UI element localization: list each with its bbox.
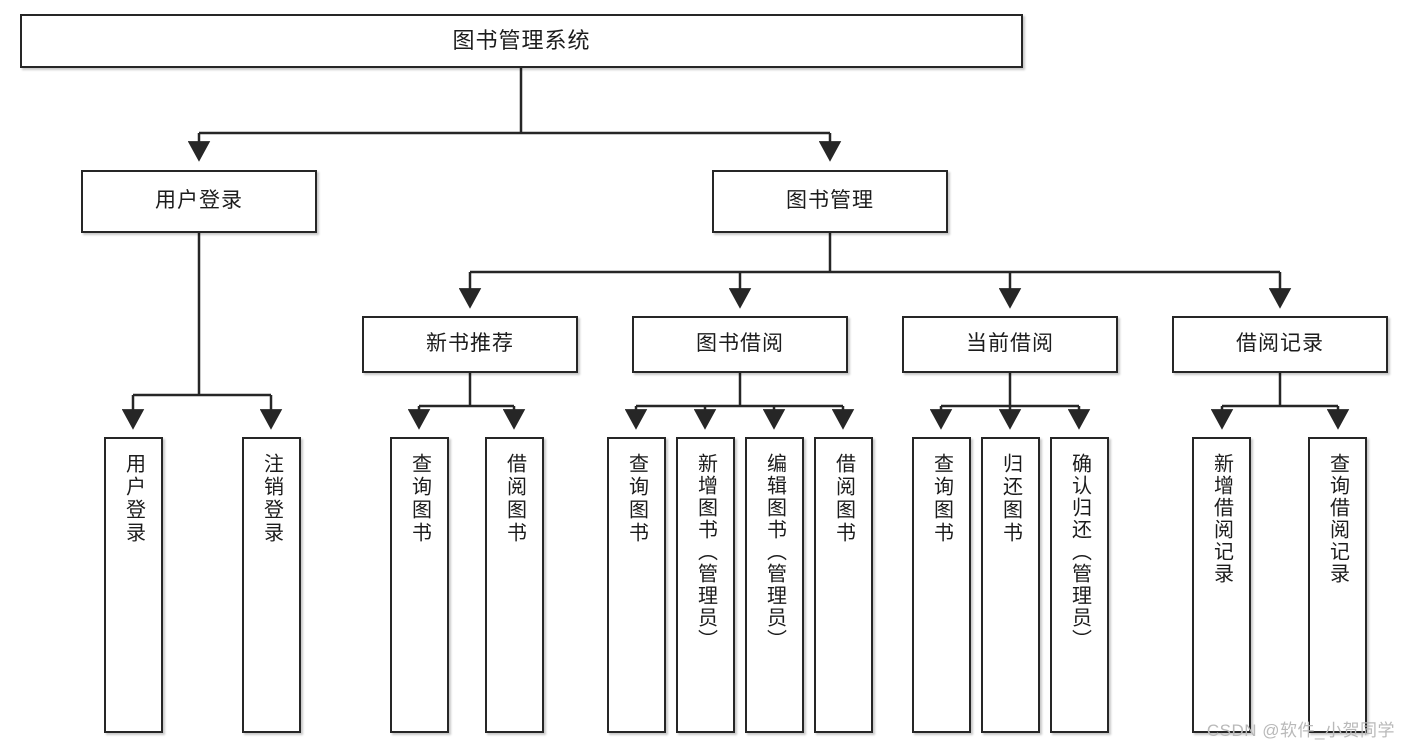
watermark: CSDN @软件_小贺同学 [1206, 721, 1395, 740]
leaf-add-record[interactable]: 新增借阅记录 [1192, 437, 1251, 733]
node-current-borrow[interactable]: 当前借阅 [902, 316, 1118, 373]
leaf-return-book[interactable]: 归还图书 [981, 437, 1040, 733]
node-label: 查询借阅记录 [1326, 453, 1349, 585]
node-label: 新书推荐 [426, 332, 514, 356]
node-label: 确认归还（管理员） [1068, 453, 1091, 651]
leaf-add-book[interactable]: 新增图书（管理员） [676, 437, 735, 733]
node-label: 借阅图书 [503, 453, 526, 545]
node-label: 归还图书 [999, 453, 1022, 545]
node-new-book-rec[interactable]: 新书推荐 [362, 316, 578, 373]
leaf-edit-book[interactable]: 编辑图书（管理员） [745, 437, 804, 733]
node-label: 图书借阅 [696, 332, 784, 356]
node-label: 借阅记录 [1236, 332, 1324, 356]
node-label: 查询图书 [930, 453, 953, 545]
node-label: 查询图书 [408, 453, 431, 545]
leaf-query-book-3[interactable]: 查询图书 [912, 437, 971, 733]
node-label: 图书管理系统 [452, 28, 591, 54]
node-book-borrow[interactable]: 图书借阅 [632, 316, 848, 373]
node-label: 用户登录 [122, 453, 145, 545]
leaf-user-login[interactable]: 用户登录 [104, 437, 163, 733]
node-label: 新增图书（管理员） [694, 453, 717, 651]
node-label: 当前借阅 [966, 332, 1054, 356]
node-label: 编辑图书（管理员） [763, 453, 786, 651]
leaf-query-book-1[interactable]: 查询图书 [390, 437, 449, 733]
leaf-query-record[interactable]: 查询借阅记录 [1308, 437, 1367, 733]
node-user-login[interactable]: 用户登录 [81, 170, 317, 233]
leaf-confirm-return[interactable]: 确认归还（管理员） [1050, 437, 1109, 733]
node-label: 注销登录 [260, 453, 283, 545]
leaf-query-book-2[interactable]: 查询图书 [607, 437, 666, 733]
node-book-manage[interactable]: 图书管理 [712, 170, 948, 233]
node-borrow-record[interactable]: 借阅记录 [1172, 316, 1388, 373]
leaf-borrow-book-2[interactable]: 借阅图书 [814, 437, 873, 733]
leaf-borrow-book-1[interactable]: 借阅图书 [485, 437, 544, 733]
leaf-logout[interactable]: 注销登录 [242, 437, 301, 733]
node-label: 用户登录 [155, 189, 243, 213]
node-root-system[interactable]: 图书管理系统 [20, 14, 1023, 68]
node-label: 查询图书 [625, 453, 648, 545]
node-label: 新增借阅记录 [1210, 453, 1233, 585]
node-label: 图书管理 [786, 189, 874, 213]
node-label: 借阅图书 [832, 453, 855, 545]
